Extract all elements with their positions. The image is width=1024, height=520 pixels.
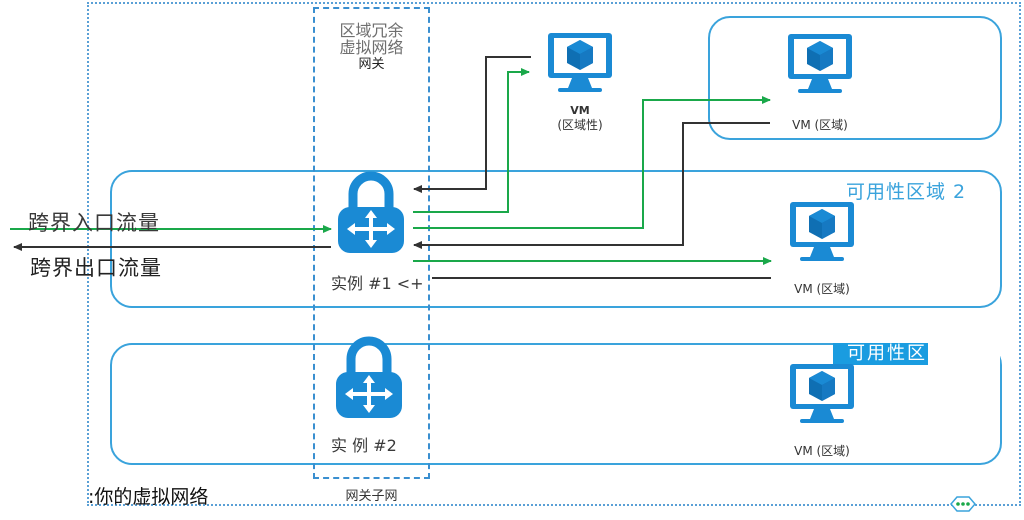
gateway-title-line3: 网关 [358,57,385,72]
gateway-title-line2: 虚拟网络 [339,38,404,57]
vm-top-icon [548,33,612,92]
gateway-subnet [313,7,430,479]
zone2-label: 可用性区域 2 [846,181,967,203]
more-options-icon[interactable] [949,494,977,514]
gateway-instance2-icon [336,341,402,418]
availability-zone-1 [708,16,1002,140]
availability-zone-3 [110,343,1002,465]
vm-top-label: VM (区域性) [525,103,635,133]
vm-top-sub: (区域性) [557,118,603,132]
vm-zone3-label: VM (区域) [794,444,850,458]
virtual-network-boundary [87,2,1021,506]
vm-zone2-label: VM (区域) [794,282,850,296]
zone3-label: 可用性区 [833,343,933,365]
availability-zone-2 [110,170,1002,308]
arrow-to-vm-zone1 [413,96,771,229]
vm-top-name: VM [570,104,590,117]
vm-zone1-label: VM (区域) [792,118,848,132]
zone3-label-mask [928,343,1000,365]
virtual-network-label: :你的虚拟网络 [88,486,209,508]
more-options-glyph [950,496,976,512]
vm-zone3-icon [790,364,854,423]
gateway-title-line1: 区域冗余 [339,21,404,40]
arrow-from-vm-zone1 [413,122,770,249]
instance1-label: 实例 #1 <+ [331,274,424,293]
vm-zone1-icon [788,34,852,93]
zone3-label-text: 可用性区 [847,343,927,364]
egress-label: 跨界出口流量 [30,256,162,280]
gateway-title: 区域冗余 虚拟网络 网关 [313,22,430,73]
vm-zone2-icon [790,202,854,261]
ingress-label: 跨界入口流量 [28,211,160,235]
instance2-label: 实 例 #2 [331,436,397,455]
gateway-instance1-icon [338,176,404,253]
gateway-subnet-label: 网关子网 [345,489,398,504]
arrow-to-vm-top [413,68,530,213]
arrow-from-vm-top [413,56,531,193]
